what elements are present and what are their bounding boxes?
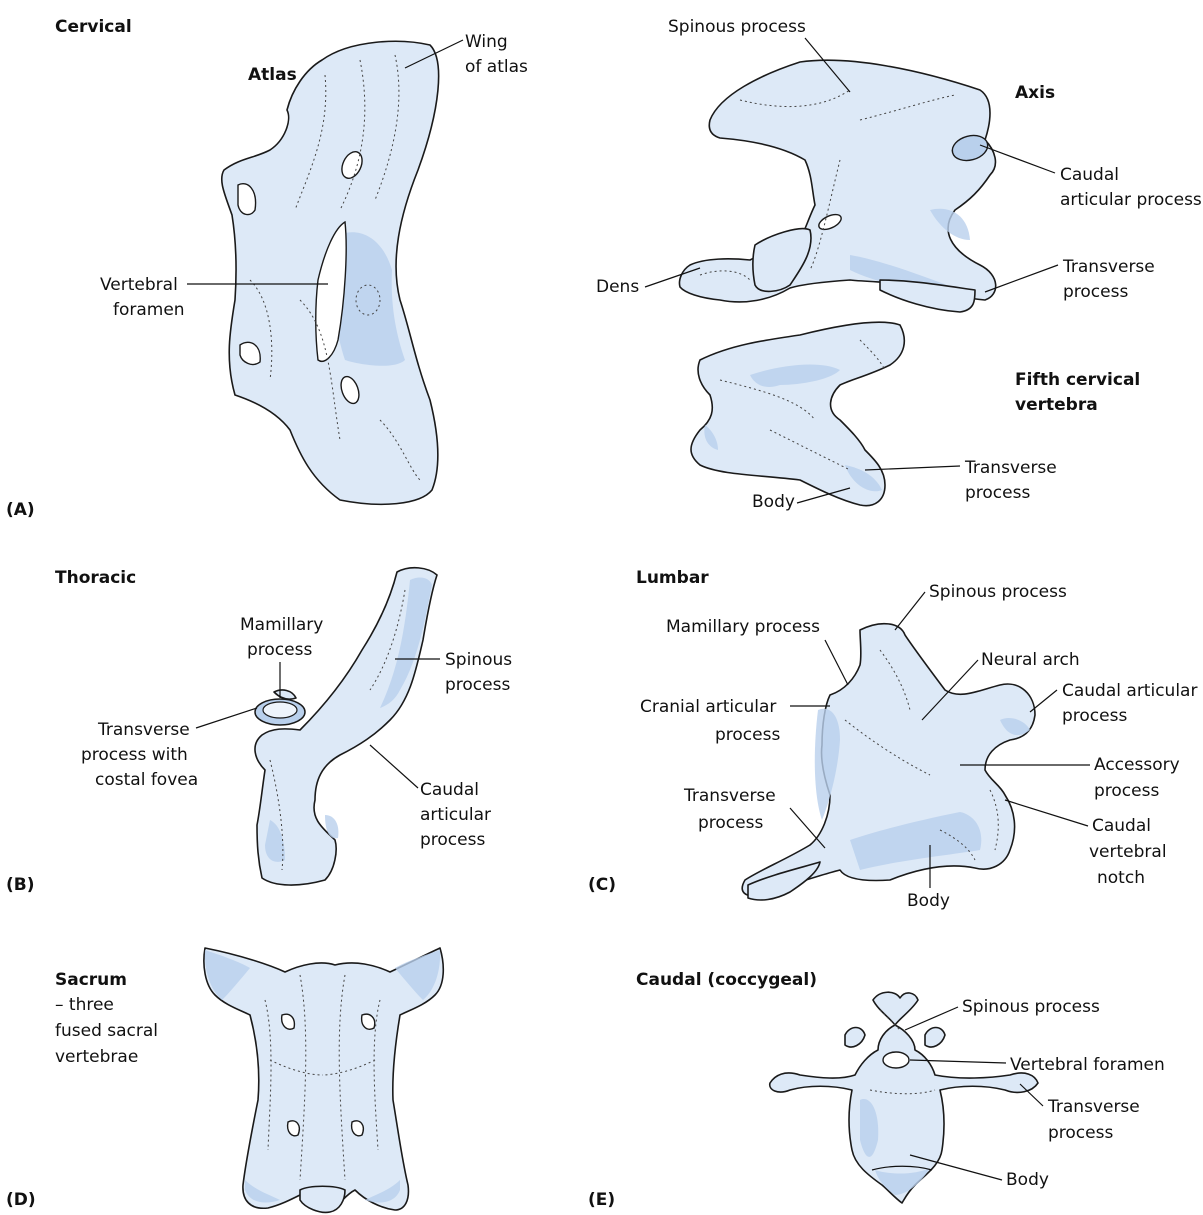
panel-c-tag: (C) bbox=[588, 875, 616, 895]
caudal-spinous-label: Spinous process bbox=[962, 997, 1100, 1017]
caudal-transverse-label: Transverse bbox=[1047, 1097, 1140, 1117]
panel-b-tag: (B) bbox=[6, 875, 35, 895]
axis-title: Axis bbox=[1015, 83, 1055, 103]
axis-transverse-label: Transverse bbox=[1062, 257, 1155, 277]
sacrum-desc-1: – three bbox=[55, 995, 114, 1015]
caudal-heading: Caudal (coccygeal) bbox=[636, 970, 817, 990]
thoracic-caudal-leader bbox=[370, 745, 418, 788]
fifth-transverse-label-2: process bbox=[965, 483, 1030, 503]
caudal-notch-label-2: vertebral bbox=[1089, 842, 1167, 862]
axis-spinous-label: Spinous process bbox=[668, 17, 806, 37]
thoracic-transverse-label-2: process with bbox=[81, 745, 188, 765]
thoracic-spinous-label: Spinous bbox=[445, 650, 512, 670]
lumbar-mamillary-leader bbox=[825, 640, 848, 685]
lumbar-caudal-articular-label: Caudal articular bbox=[1062, 681, 1197, 701]
lumbar-spinous-leader bbox=[895, 592, 925, 630]
caudal-notch-label: Caudal bbox=[1092, 816, 1151, 836]
sacrum-desc-3: vertebrae bbox=[55, 1047, 138, 1067]
thoracic-spinous-label-2: process bbox=[445, 675, 510, 695]
thoracic-caudal-label-3: process bbox=[420, 830, 485, 850]
lumbar-spinous-label: Spinous process bbox=[929, 582, 1067, 602]
thoracic-caudal-label-2: articular bbox=[420, 805, 491, 825]
lumbar-mamillary-label: Mamillary process bbox=[666, 617, 820, 637]
thoracic-transverse-leader bbox=[196, 708, 257, 728]
mamillary-label-2: process bbox=[247, 640, 312, 660]
lumbar-heading: Lumbar bbox=[636, 568, 709, 588]
panel-d-tag: (D) bbox=[6, 1190, 36, 1210]
caudal-body-label: Body bbox=[1006, 1170, 1049, 1190]
caudal-transverse-label-2: process bbox=[1048, 1123, 1113, 1143]
thoracic-transverse-label: Transverse bbox=[97, 720, 190, 740]
sacrum-desc-2: fused sacral bbox=[55, 1021, 158, 1041]
axis-transverse-label-2: process bbox=[1063, 282, 1128, 302]
panel-a-tag: (A) bbox=[6, 500, 35, 520]
fifth-cervical-title: Fifth cervical bbox=[1015, 370, 1140, 390]
mamillary-label: Mamillary bbox=[240, 615, 323, 635]
lumbar-transverse-label: Transverse bbox=[683, 786, 776, 806]
vertebral-foramen-label: Vertebral bbox=[100, 275, 178, 295]
lumbar-caudal-articular-leader bbox=[1030, 690, 1057, 712]
fifth-cervical-bone bbox=[691, 322, 904, 505]
caudal-articular-label-2: articular process bbox=[1060, 190, 1202, 210]
sacrum-bone bbox=[204, 948, 443, 1212]
lumbar-transverse-label-2: process bbox=[698, 813, 763, 833]
cervical-heading: Cervical bbox=[55, 17, 132, 37]
thoracic-heading: Thoracic bbox=[55, 568, 136, 588]
sacrum-labels: Sacrum – three fused sacral vertebrae (D… bbox=[6, 970, 158, 1210]
caudal-articular-label: Caudal bbox=[1060, 165, 1119, 185]
caudal-spinous-leader bbox=[905, 1007, 958, 1030]
accessory-label-2: process bbox=[1094, 781, 1159, 801]
caudal-foramen-label: Vertebral foramen bbox=[1010, 1055, 1165, 1075]
wing-of-atlas-label: Wing bbox=[465, 32, 508, 52]
sacrum-heading: Sacrum bbox=[55, 970, 127, 990]
fifth-body-label: Body bbox=[752, 492, 795, 512]
thoracic-transverse-label-3: costal fovea bbox=[95, 770, 198, 790]
vertebral-foramen-label-2: foramen bbox=[113, 300, 185, 320]
atlas-title: Atlas bbox=[248, 65, 297, 85]
neural-arch-label: Neural arch bbox=[981, 650, 1080, 670]
lumbar-body-label: Body bbox=[907, 891, 950, 911]
fifth-cervical-title-2: vertebra bbox=[1015, 395, 1098, 415]
cranial-articular-label: Cranial articular bbox=[640, 697, 776, 717]
lumbar-transverse-leader bbox=[790, 808, 825, 848]
cranial-articular-label-2: process bbox=[715, 725, 780, 745]
atlas-bone bbox=[222, 41, 439, 504]
dens-label: Dens bbox=[596, 277, 639, 297]
caudal-notch-leader bbox=[1005, 800, 1088, 826]
caudal-bone bbox=[770, 992, 1038, 1203]
panel-e-tag: (E) bbox=[588, 1190, 615, 1210]
caudal-notch-label-3: notch bbox=[1097, 868, 1145, 888]
axis-transverse-leader bbox=[985, 265, 1058, 292]
fifth-transverse-label: Transverse bbox=[964, 458, 1057, 478]
axis-bone bbox=[679, 60, 995, 312]
wing-of-atlas-label-2: of atlas bbox=[465, 57, 528, 77]
lumbar-caudal-articular-label-2: process bbox=[1062, 706, 1127, 726]
thoracic-caudal-label: Caudal bbox=[420, 780, 479, 800]
accessory-label: Accessory bbox=[1094, 755, 1180, 775]
